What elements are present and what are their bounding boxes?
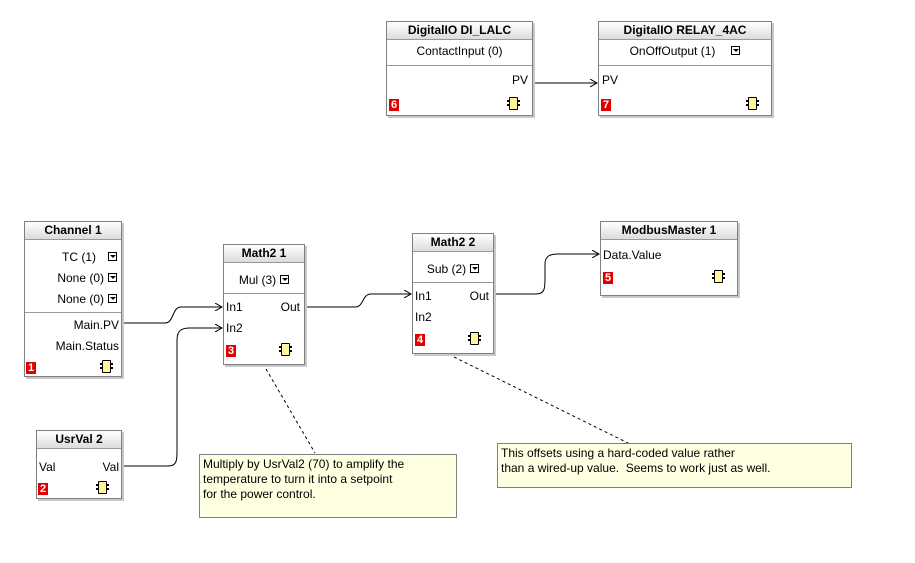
input-in1[interactable]: In1 [226, 300, 243, 314]
block-title: Math2 1 [224, 245, 304, 263]
block-title: Channel 1 [25, 222, 121, 240]
param-none-2[interactable]: None (0) [57, 291, 117, 307]
param-onoff-output-label: OnOffOutput (1) [629, 44, 716, 58]
block-usrval-2[interactable]: UsrVal 2 Val Val 2 [36, 430, 122, 499]
note-connector-multiply [265, 368, 316, 454]
output-out[interactable]: Out [280, 300, 300, 314]
output-main-status[interactable]: Main.Status [55, 339, 119, 353]
divider [413, 282, 493, 283]
output-pv[interactable]: PV [511, 73, 528, 87]
function-block-icon [100, 360, 113, 373]
divider [387, 65, 532, 66]
block-index-badge: 3 [226, 345, 236, 357]
param-none-1-label: None (0) [57, 271, 104, 285]
divider [599, 65, 771, 66]
param-none-1[interactable]: None (0) [57, 270, 117, 286]
dropdown-arrow-icon[interactable] [108, 273, 117, 283]
block-digitalio-relay-4ac[interactable]: DigitalIO RELAY_4AC OnOffOutput (1) PV 7 [598, 21, 772, 116]
input-in2[interactable]: In2 [415, 310, 432, 324]
dropdown-arrow-icon[interactable] [280, 275, 290, 285]
input-in1[interactable]: In1 [415, 289, 432, 303]
param-contact-input[interactable]: ContactInput (0) [416, 44, 503, 58]
input-data-value[interactable]: Data.Value [603, 248, 662, 262]
param-operation-label: Sub (2) [426, 262, 467, 276]
block-index-badge: 6 [389, 99, 399, 111]
function-block-icon [96, 481, 109, 494]
output-val[interactable]: Val [102, 460, 119, 474]
function-block-icon [746, 97, 759, 110]
param-operation-label: Mul (3) [238, 273, 277, 287]
dropdown-arrow-icon[interactable] [731, 46, 741, 56]
function-block-icon [507, 97, 520, 110]
note-multiply[interactable]: Multiply by UsrVal2 (70) to amplify the … [199, 454, 457, 518]
param-none-2-label: None (0) [57, 292, 104, 306]
output-main-pv[interactable]: Main.PV [73, 318, 119, 332]
block-title: ModbusMaster 1 [601, 222, 737, 240]
note-connector-offset [453, 356, 631, 445]
param-operation[interactable]: Mul (3) [224, 272, 304, 288]
block-channel-1[interactable]: Channel 1 TC (1) None (0) None (0) Main.… [24, 221, 122, 377]
wire-math2-to-modbus[interactable] [493, 254, 599, 295]
param-operation[interactable]: Sub (2) [413, 261, 493, 277]
function-block-icon [712, 270, 725, 283]
dropdown-arrow-icon[interactable] [108, 294, 117, 304]
output-out[interactable]: Out [469, 289, 489, 303]
input-in2[interactable]: In2 [226, 321, 243, 335]
block-math2-2[interactable]: Math2 2 Sub (2) In1 Out In2 4 [412, 233, 494, 354]
wire-usrval-to-math1-in2[interactable] [122, 328, 222, 467]
block-title: Math2 2 [413, 234, 493, 252]
input-val[interactable]: Val [39, 460, 56, 474]
wire-math1-to-math2-in1[interactable] [304, 294, 411, 308]
block-index-badge: 2 [38, 483, 48, 495]
block-title: DigitalIO RELAY_4AC [599, 22, 771, 40]
block-math2-1[interactable]: Math2 1 Mul (3) In1 Out In2 3 [223, 244, 305, 365]
param-tc[interactable]: TC (1) [62, 249, 117, 265]
function-block-icon [279, 343, 292, 356]
note-offset[interactable]: This offsets using a hard-coded value ra… [497, 443, 852, 488]
divider [224, 293, 304, 294]
block-digitalio-di-lalc[interactable]: DigitalIO DI_LALC ContactInput (0) PV 6 [386, 21, 533, 116]
block-index-badge: 5 [603, 272, 613, 284]
wire-channel-to-math1-in1[interactable] [122, 307, 222, 324]
dropdown-arrow-icon[interactable] [108, 252, 117, 262]
input-pv[interactable]: PV [602, 73, 619, 87]
block-index-badge: 1 [26, 362, 36, 374]
block-title: UsrVal 2 [37, 431, 121, 449]
block-index-badge: 4 [415, 334, 425, 346]
dropdown-arrow-icon[interactable] [470, 264, 480, 274]
block-modbusmaster-1[interactable]: ModbusMaster 1 Data.Value 5 [600, 221, 738, 296]
param-onoff-output[interactable]: OnOffOutput (1) [599, 43, 771, 59]
block-title: DigitalIO DI_LALC [387, 22, 532, 40]
param-tc-label: TC (1) [62, 250, 96, 264]
function-block-icon [468, 332, 481, 345]
block-index-badge: 7 [601, 99, 611, 111]
divider [25, 312, 121, 313]
